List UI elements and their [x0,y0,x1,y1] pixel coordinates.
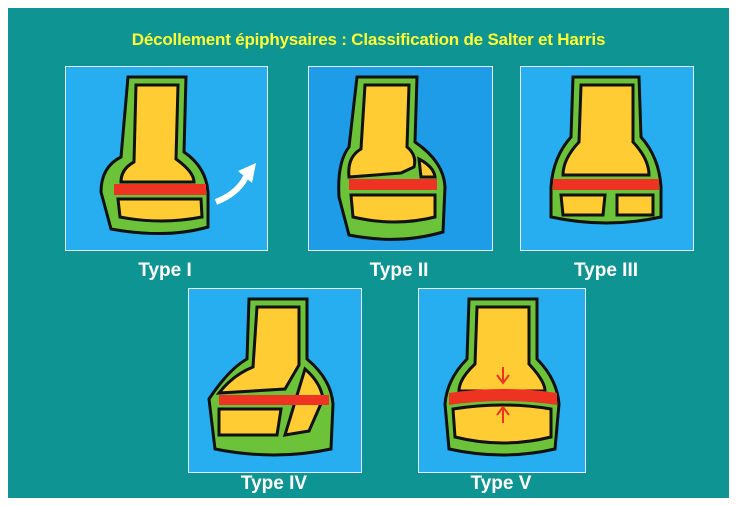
type-2-diagram [309,67,492,250]
type-5-diagram [419,289,585,472]
physis-growth-plate [114,184,206,195]
label-type-4: Type IV [194,473,354,495]
label-type-1: Type I [85,260,245,282]
type-3-diagram [521,67,693,250]
label-type-3: Type III [526,260,686,282]
epiphysis [351,195,435,222]
displacement-arrow-icon [216,172,248,202]
physis-growth-plate [349,179,437,190]
slide: Décollement épiphysaires : Classificatio… [8,8,729,498]
type-4-diagram [189,289,361,472]
panel-type-4 [188,288,362,473]
epiphysis-right [617,195,653,215]
epiphysis [219,409,281,435]
label-type-2: Type II [319,260,479,282]
panel-type-5 [418,288,586,473]
type-1-diagram [66,67,267,250]
epiphysis [118,199,202,221]
panel-type-1 [65,66,268,251]
metaphysis [219,307,299,393]
panel-type-2 [308,66,493,251]
slide-title: Décollement épiphysaires : Classificatio… [8,30,729,50]
panel-type-3 [520,66,694,251]
physis-growth-plate [219,395,329,405]
epiphysis-left [561,195,605,215]
label-type-5: Type V [421,473,581,495]
physis-growth-plate [553,179,659,190]
